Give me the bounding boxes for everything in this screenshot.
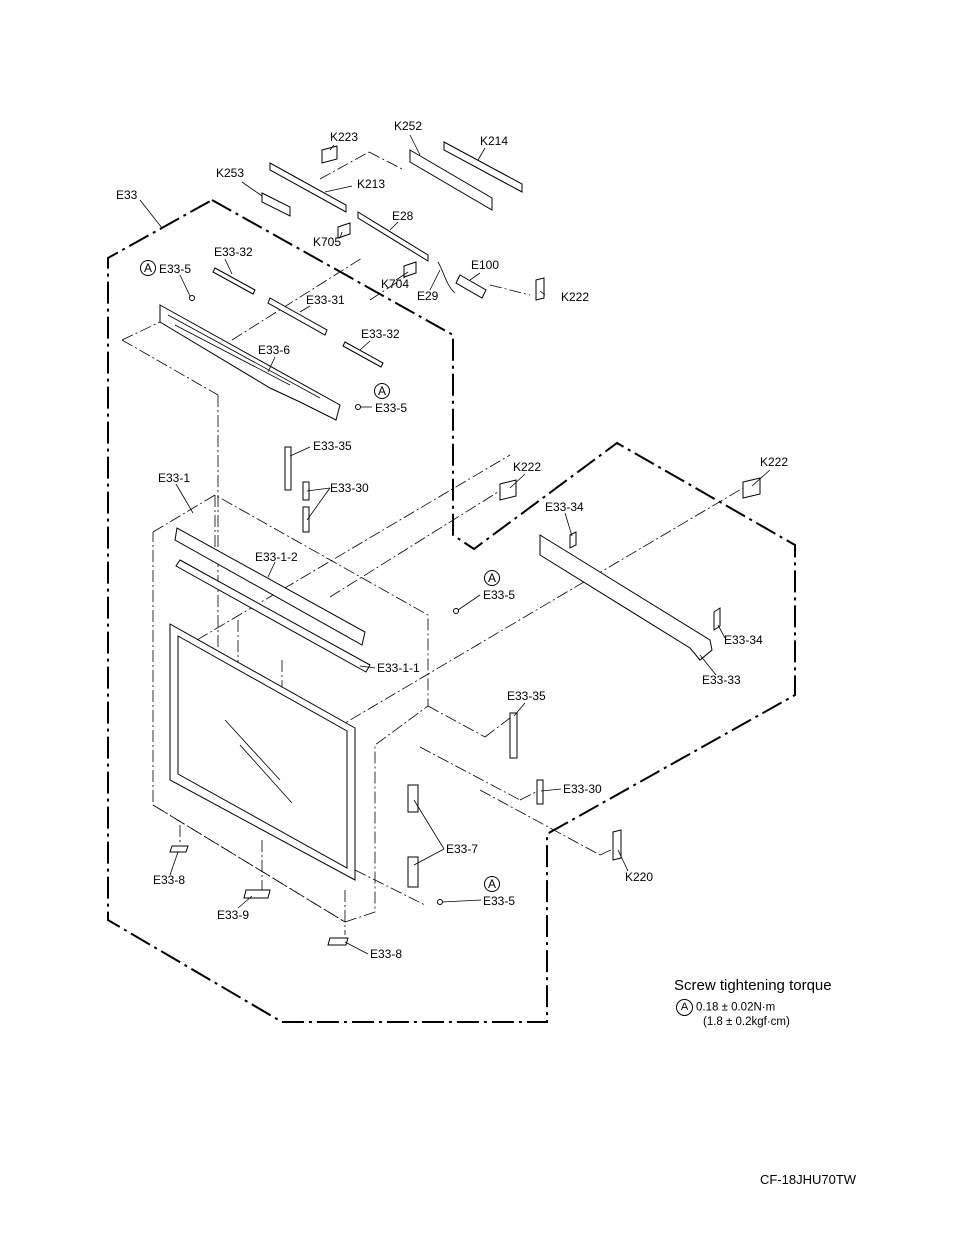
label-e33-1: E33-1 bbox=[158, 471, 190, 485]
label-e33-9: E33-9 bbox=[217, 908, 249, 922]
torque-symbol-a: A bbox=[676, 999, 693, 1016]
svg-text:A: A bbox=[488, 877, 496, 891]
leader-lines bbox=[139, 134, 771, 955]
lcd-assembly bbox=[169, 527, 371, 946]
label-k252: K252 bbox=[394, 119, 422, 133]
torque-value-nm: 0.18 ± 0.02N·m bbox=[696, 1001, 776, 1014]
label-k223: K223 bbox=[330, 130, 358, 144]
label-k705: K705 bbox=[313, 235, 341, 249]
right-parts bbox=[284, 446, 761, 905]
label-e33-34-b: E33-34 bbox=[724, 633, 763, 647]
label-e33-32-a: E33-32 bbox=[214, 245, 253, 259]
label-k222-c: K222 bbox=[760, 455, 788, 469]
svg-text:A: A bbox=[378, 384, 386, 398]
label-e33-34-a: E33-34 bbox=[545, 500, 584, 514]
alignment-guides bbox=[121, 151, 744, 935]
svg-text:A: A bbox=[488, 571, 496, 585]
label-e33-5-a: E33-5 bbox=[159, 262, 191, 276]
part-labels: K223 K252 K214 K253 K213 E33 E28 K705 E3… bbox=[116, 119, 788, 961]
label-k253: K253 bbox=[216, 166, 244, 180]
label-e29: E29 bbox=[417, 289, 439, 303]
label-e33: E33 bbox=[116, 188, 138, 202]
label-e33-31: E33-31 bbox=[306, 293, 345, 307]
label-k220: K220 bbox=[625, 870, 653, 884]
label-e100: E100 bbox=[471, 258, 499, 272]
label-e33-30-b: E33-30 bbox=[563, 782, 602, 796]
label-e33-5-d: E33-5 bbox=[483, 894, 515, 908]
assembly-boundary-main bbox=[107, 199, 796, 1023]
label-e33-6: E33-6 bbox=[258, 343, 290, 357]
frame-outline bbox=[152, 494, 429, 923]
label-e33-35-b: E33-35 bbox=[507, 689, 546, 703]
svg-text:A: A bbox=[144, 261, 152, 275]
label-e33-5-c: E33-5 bbox=[483, 588, 515, 602]
label-e33-33: E33-33 bbox=[702, 673, 741, 687]
label-e33-1-2: E33-1-2 bbox=[255, 550, 298, 564]
bracket-e33-6 bbox=[159, 304, 341, 421]
screw-marker-a-2: A bbox=[374, 383, 390, 399]
label-e33-5-b: E33-5 bbox=[375, 401, 407, 415]
label-e28: E28 bbox=[392, 209, 414, 223]
screw-marker-a-1: A bbox=[140, 260, 156, 276]
model-number: CF-18JHU70TW bbox=[760, 1172, 857, 1187]
label-k704: K704 bbox=[381, 277, 409, 291]
top-parts bbox=[189, 141, 545, 410]
label-e33-7: E33-7 bbox=[446, 842, 478, 856]
label-k222-a: K222 bbox=[561, 290, 589, 304]
torque-note-title: Screw tightening torque bbox=[674, 977, 832, 994]
torque-note-kgf: (1.8 ± 0.2kgf·cm) bbox=[703, 1016, 790, 1028]
label-k222-b: K222 bbox=[513, 460, 541, 474]
label-e33-30-a: E33-30 bbox=[330, 481, 369, 495]
label-e33-1-1: E33-1-1 bbox=[377, 661, 420, 675]
label-e33-8-b: E33-8 bbox=[370, 947, 402, 961]
label-e33-32-b: E33-32 bbox=[361, 327, 400, 341]
label-k213: K213 bbox=[357, 177, 385, 191]
label-k214: K214 bbox=[480, 134, 508, 148]
label-e33-8-a: E33-8 bbox=[153, 873, 185, 887]
label-e33-35-a: E33-35 bbox=[313, 439, 352, 453]
screw-marker-a-4: A bbox=[484, 876, 500, 892]
screw-marker-a-3: A bbox=[484, 570, 500, 586]
